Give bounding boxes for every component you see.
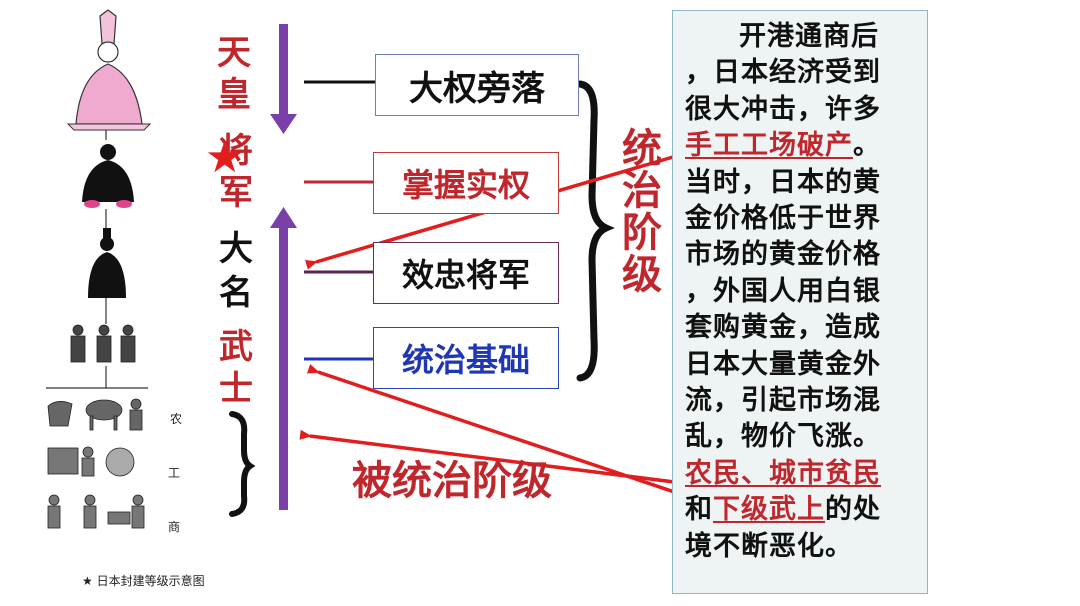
panel-line-7: 市场的黄金价格: [685, 239, 881, 271]
panel-line-2: ，日本经济受到: [685, 57, 881, 89]
ruling-class-brace: [576, 80, 615, 382]
label-tian: 天: [217, 33, 251, 73]
illustration-caption: ★ 日本封建等级示意图: [82, 574, 205, 588]
panel-line-14-end: 的处: [825, 494, 881, 526]
panel-highlight-peasants: 农民、城市贫民: [685, 457, 881, 489]
panel-line-4-end: 。: [853, 130, 881, 162]
panel-line-5: 当时，日本的黄: [685, 166, 881, 198]
ruling-class-char-1: 统: [622, 126, 662, 172]
panel-line-6: 金价格低于世界: [685, 203, 881, 235]
ruling-class-label: 统 治 阶 级: [612, 128, 672, 296]
merchant-figures: [47, 494, 145, 529]
arrow-lower-samurai-to-base: [306, 364, 717, 508]
samurai-figures: [70, 324, 136, 363]
star-icon: ★: [205, 132, 245, 183]
box-real-power: 掌握实权: [373, 152, 559, 214]
label-jun: 军: [219, 173, 253, 213]
emperor-figure: [66, 9, 152, 131]
explanation-panel: 开港通商后 ，日本经济受到 很大冲击，许多 手工工场破产。 当时，日本的黄 金价…: [672, 10, 928, 594]
shogun-figure: [82, 144, 134, 208]
panel-line-15: 境不断恶化。: [685, 530, 853, 562]
panel-highlight-lower-samurai: 下级武上: [713, 494, 825, 526]
label-da: 大: [219, 229, 253, 269]
panel-line-3: 很大冲击，许多: [685, 93, 881, 125]
panel-line-12: 乱，物价飞涨。: [685, 421, 881, 453]
label-shi: 士: [219, 369, 253, 409]
label-shang: 商: [168, 520, 181, 534]
label-huang: 皇: [217, 75, 251, 115]
peasant-figures: [47, 398, 143, 431]
ruling-class-char-3: 阶: [622, 210, 662, 256]
panel-line-11: 流，引起市场混: [685, 385, 881, 417]
box-loyal-to-shogun: 效忠将军: [373, 242, 559, 304]
label-gong: 工: [168, 466, 181, 480]
label-nong: 农: [170, 412, 183, 426]
daimyo-figure: [88, 228, 126, 298]
panel-line-14-start: 和: [685, 494, 713, 526]
label-ming: 名: [219, 273, 253, 313]
panel-highlight-bankrupt: 手工工场破产: [685, 130, 853, 162]
panel-line-14: 和下级武上的处: [685, 492, 919, 528]
arrow-peasants-to-commoners: [299, 429, 691, 486]
panel-line-9: 套购黄金，造成: [685, 312, 881, 344]
purple-down-arrow: [270, 24, 297, 134]
commoner-brace: [229, 411, 256, 517]
hierarchy-illustration: 农 工 商: [28, 6, 243, 596]
artisan-figures: [47, 446, 135, 477]
purple-up-arrow: [270, 207, 297, 510]
box-ruling-base: 统治基础: [373, 327, 559, 389]
panel-line-1: 开港通商后: [739, 21, 879, 52]
label-jiang: 将: [219, 131, 253, 171]
illustration-figures: [46, 9, 152, 529]
panel-line-4: 手工工场破产。: [685, 128, 919, 164]
ruled-class-label: 被统治阶级: [352, 458, 552, 504]
box-power-lost: 大权旁落: [375, 54, 579, 116]
ruling-class-char-2: 治: [622, 168, 662, 214]
panel-line-8: ，外国人用白银: [685, 275, 881, 307]
label-wu: 武: [219, 327, 253, 367]
panel-line-10: 日本大量黄金外: [685, 348, 881, 380]
ruling-class-char-4: 级: [622, 252, 662, 298]
